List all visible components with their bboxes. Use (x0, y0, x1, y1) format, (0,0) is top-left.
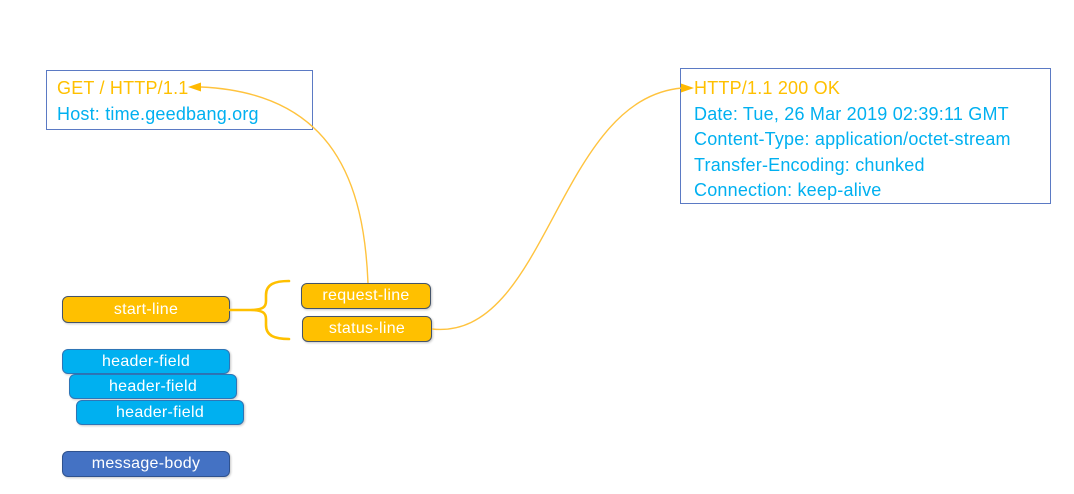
response-status-line-text: HTTP/1.1 200 OK (694, 78, 841, 98)
header-field-label-1: header-field (101, 352, 191, 370)
response-content-type-header-text: Content-Type: application/octet-stream (694, 129, 1011, 149)
header-field-box-2: header-field (69, 374, 237, 399)
header-field-box-1: header-field (62, 349, 230, 374)
request-line-box: request-line (301, 283, 431, 309)
start-line-box: start-line (62, 296, 230, 323)
start-line-label: start-line (113, 300, 179, 318)
request-host-header-text: Host: time.geedbang.org (57, 103, 259, 124)
request-line-label: request-line (322, 287, 410, 304)
response-date-header-text: Date: Tue, 26 Mar 2019 02:39:11 GMT (694, 103, 1009, 124)
status-line-arrow-curve (431, 87, 683, 330)
message-body-label: message-body (91, 455, 201, 472)
curly-brace-icon (250, 279, 291, 341)
request-start-line-text: GET / HTTP/1.1 (57, 78, 189, 98)
status-line-label: status-line (328, 320, 406, 337)
request-message-box: GET / HTTP/1.1 Host: time.geedbang.org (46, 70, 313, 130)
response-transfer-encoding-header-text: Transfer-Encoding: chunked (694, 154, 925, 175)
header-field-box-3: header-field (76, 400, 244, 425)
message-body-box: message-body (62, 451, 230, 477)
response-connection-header-text: Connection: keep-alive (694, 180, 882, 200)
response-message-box: HTTP/1.1 200 OK Date: Tue, 26 Mar 2019 0… (680, 68, 1051, 204)
header-field-label-2: header-field (108, 377, 198, 395)
status-line-box: status-line (302, 316, 432, 342)
header-field-label-3: header-field (115, 403, 205, 421)
